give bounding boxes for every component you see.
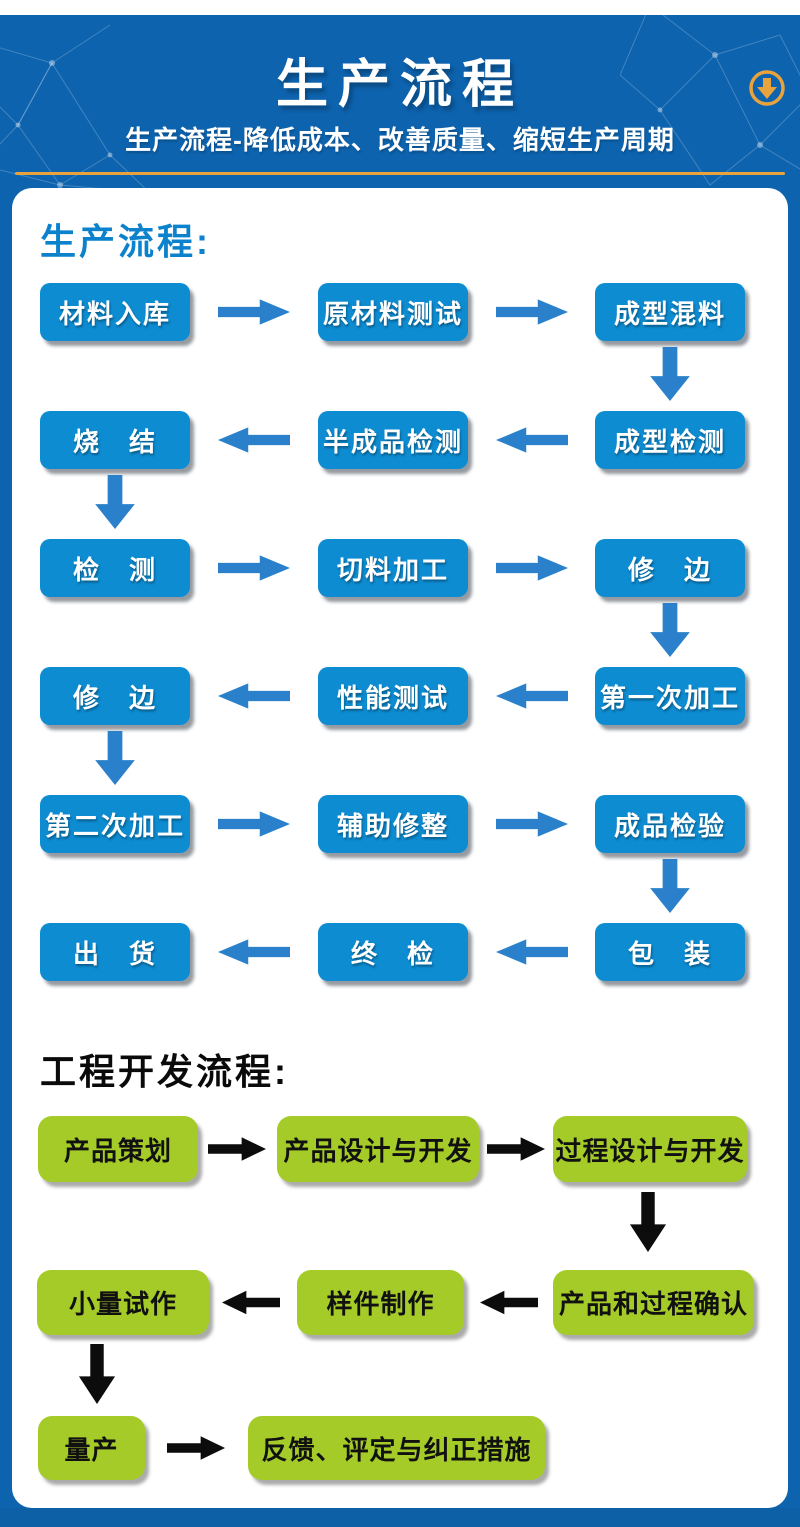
engineering-flow-heading: 工程开发流程: bbox=[40, 1051, 289, 1092]
flow-step: 产品和过程确认 bbox=[553, 1270, 754, 1335]
download-icon[interactable] bbox=[748, 69, 786, 107]
top-white-strip bbox=[0, 0, 800, 15]
page-subtitle: 生产流程-降低成本、改善质量、缩短生产周期 bbox=[125, 125, 675, 155]
flow-step: 修 边 bbox=[595, 539, 745, 597]
flow-step: 成型检测 bbox=[595, 411, 745, 469]
flow-step: 修 边 bbox=[40, 667, 190, 725]
flow-step: 成品检验 bbox=[595, 795, 745, 853]
flow-step: 产品设计与开发 bbox=[277, 1116, 479, 1182]
page-title: 生产流程 bbox=[275, 56, 524, 114]
flow-step: 辅助修整 bbox=[318, 795, 468, 853]
flow-step: 第二次加工 bbox=[40, 795, 190, 853]
gold-divider-line bbox=[15, 172, 785, 175]
flow-step: 烧 结 bbox=[40, 411, 190, 469]
flow-step: 过程设计与开发 bbox=[553, 1116, 747, 1182]
flow-step: 产品策划 bbox=[38, 1116, 198, 1182]
flow-step: 材料入库 bbox=[40, 283, 190, 341]
footer-blue-bar bbox=[0, 1508, 800, 1527]
flow-step: 反馈、评定与纠正措施 bbox=[248, 1416, 545, 1480]
production-flow-heading: 生产流程: bbox=[40, 221, 211, 262]
flow-step: 样件制作 bbox=[297, 1270, 464, 1335]
flow-step: 性能测试 bbox=[318, 667, 468, 725]
flow-step: 量产 bbox=[38, 1416, 145, 1480]
flow-step: 半成品检测 bbox=[318, 411, 468, 469]
flow-step: 第一次加工 bbox=[595, 667, 745, 725]
flow-step: 原材料测试 bbox=[318, 283, 468, 341]
flow-step: 成型混料 bbox=[595, 283, 745, 341]
flow-step: 终 检 bbox=[318, 923, 468, 981]
flow-step: 切料加工 bbox=[318, 539, 468, 597]
flow-step: 小量试作 bbox=[37, 1270, 209, 1335]
flow-step: 出 货 bbox=[40, 923, 190, 981]
flow-step: 包 装 bbox=[595, 923, 745, 981]
flow-step: 检 测 bbox=[40, 539, 190, 597]
